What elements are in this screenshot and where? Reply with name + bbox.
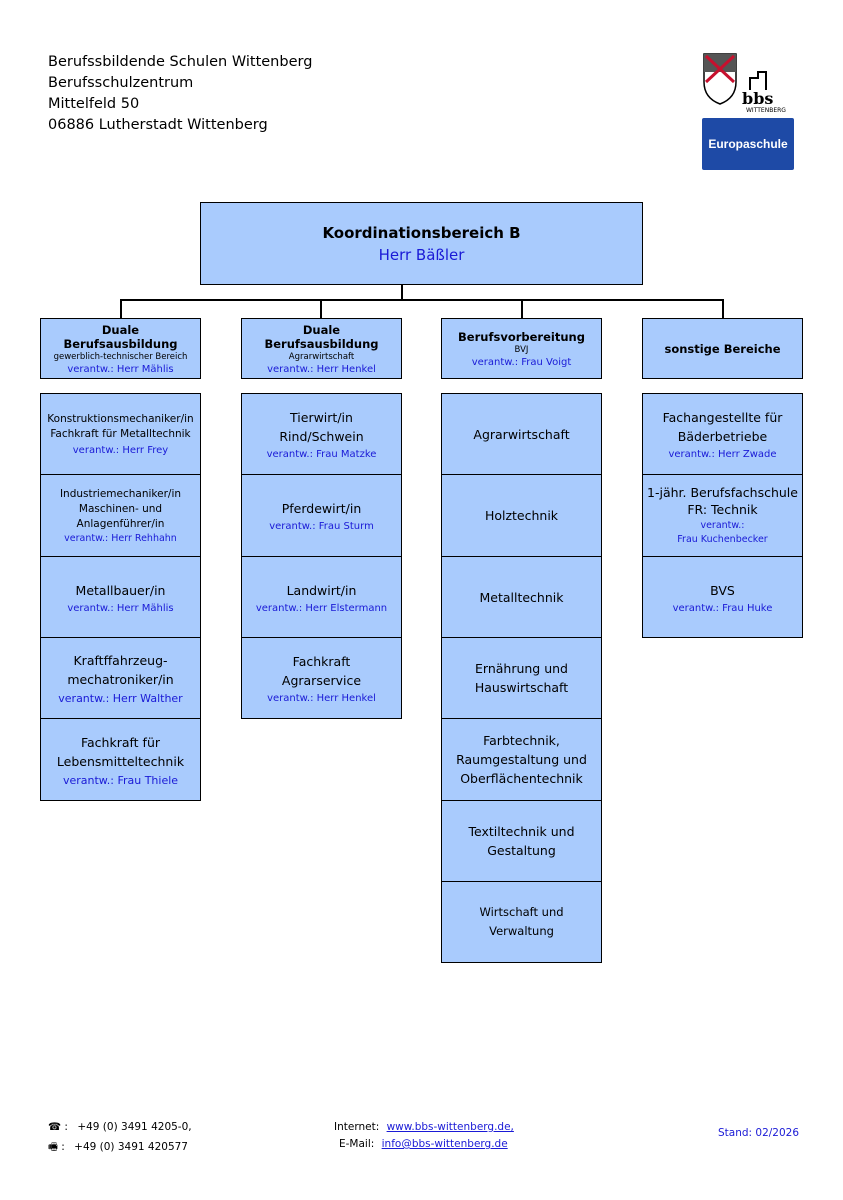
school-address: Berufssbildende Schulen Wittenberg Beruf… bbox=[48, 52, 312, 136]
header-title: Berufsvorbereitung bbox=[458, 329, 585, 344]
bbs-wittenberg-logo: bbs WITTENBERG bbox=[702, 52, 794, 114]
top-box-responsible: Herr Bäßler bbox=[378, 245, 465, 264]
column-header-berufsvorbereitung: Berufsvorbereitung BVJ verantw.: Frau Vo… bbox=[441, 318, 602, 379]
header-title: Duale Berufsausbildung bbox=[63, 322, 178, 351]
item-title: Fachkraft für Lebensmitteltechnik bbox=[56, 734, 185, 769]
header-subtitle: Agrarwirtschaft bbox=[288, 351, 355, 362]
email-link[interactable]: info@bbs-wittenberg.de bbox=[381, 1138, 508, 1150]
item-box: Fachkraft Agrarservice verantw.: Herr He… bbox=[241, 637, 402, 719]
header-responsible: verantw.: Herr Mählis bbox=[67, 363, 174, 375]
item-box: BVS verantw.: Frau Huke bbox=[642, 556, 803, 638]
item-title: Industriemechaniker/in Maschinen- und An… bbox=[59, 488, 182, 530]
item-title: Metalltechnik bbox=[479, 589, 564, 605]
connector-col3 bbox=[521, 299, 523, 319]
connector-col4 bbox=[722, 299, 724, 319]
address-line: 06886 Lutherstadt Wittenberg bbox=[48, 117, 268, 133]
internet-row: Internet: www.bbs-wittenberg.de, bbox=[334, 1119, 514, 1136]
header-subtitle: gewerblich-technischer Bereich bbox=[53, 351, 188, 362]
item-box: Pferdewirt/in verantw.: Frau Sturm bbox=[241, 474, 402, 557]
header-subtitle: BVJ bbox=[514, 344, 529, 355]
item-box: Metalltechnik bbox=[441, 556, 602, 638]
email-row: E-Mail: info@bbs-wittenberg.de bbox=[334, 1136, 514, 1153]
column-header-dual-technical: Duale Berufsausbildung gewerblich-techni… bbox=[40, 318, 201, 379]
item-title: Metallbauer/in bbox=[75, 582, 166, 598]
website-link[interactable]: www.bbs-wittenberg.de, bbox=[386, 1121, 514, 1133]
phone-number: +49 (0) 3491 4205-0, bbox=[77, 1121, 192, 1133]
item-box: Textiltechnik und Gestaltung bbox=[441, 800, 602, 882]
item-responsible: verantw.: Herr Mählis bbox=[67, 602, 174, 614]
item-responsible: verantw.: Herr Zwade bbox=[668, 449, 777, 460]
item-title: Fachkraft Agrarservice bbox=[281, 654, 362, 688]
item-responsible: verantw.: Herr Elstermann bbox=[255, 602, 388, 614]
item-title: Pferdewirt/in bbox=[281, 501, 362, 516]
item-box: Konstruktionsmechaniker/in Fachkraft für… bbox=[40, 393, 201, 475]
header-responsible: verantw.: Herr Henkel bbox=[267, 363, 376, 375]
item-title: Holztechnik bbox=[484, 508, 559, 523]
item-title: BVS bbox=[710, 582, 735, 598]
stand-date: Stand: 02/2026 bbox=[718, 1127, 800, 1139]
item-title: Ernährung und Hauswirtschaft bbox=[474, 661, 569, 695]
address-line: Mittelfeld 50 bbox=[48, 96, 140, 112]
item-title: Wirtschaft und Verwaltung bbox=[479, 905, 564, 938]
europaschule-logo: Europaschule bbox=[702, 118, 794, 170]
item-box: Farbtechnik, Raumgestaltung und Oberfläc… bbox=[441, 718, 602, 801]
internet-label: Internet: bbox=[334, 1121, 380, 1133]
item-box: Wirtschaft und Verwaltung bbox=[441, 881, 602, 963]
fax-icon: 🖷 bbox=[48, 1141, 58, 1153]
phone-icon: ☎ bbox=[48, 1121, 62, 1133]
item-box: Holztechnik bbox=[441, 474, 602, 557]
item-responsible: verantw.: Frau Thiele bbox=[62, 773, 179, 787]
item-responsible: verantw.: Frau Kuchenbecker bbox=[677, 520, 768, 545]
item-box: Agrarwirtschaft bbox=[441, 393, 602, 475]
item-box: Fachangestellte für Bäderbetriebe verant… bbox=[642, 393, 803, 475]
phone-row: ☎ : +49 (0) 3491 4205-0, bbox=[48, 1121, 192, 1133]
connector-horizontal bbox=[120, 299, 723, 301]
item-title: Textiltechnik und Gestaltung bbox=[468, 824, 575, 858]
footer-contact-phone: ☎ : +49 (0) 3491 4205-0, 🖷 : +49 (0) 349… bbox=[48, 1117, 192, 1157]
top-box-title: Koordinationsbereich B bbox=[322, 223, 521, 242]
header-title: sonstige Bereiche bbox=[664, 341, 781, 356]
item-responsible: verantw.: Frau Huke bbox=[672, 602, 773, 614]
item-box: Ernährung und Hauswirtschaft bbox=[441, 637, 602, 719]
item-box: Tierwirt/in Rind/Schwein verantw.: Frau … bbox=[241, 393, 402, 475]
item-responsible: verantw.: Herr Rehhahn bbox=[64, 533, 177, 544]
item-title: Konstruktionsmechaniker/in Fachkraft für… bbox=[47, 413, 194, 440]
item-box: Industriemechaniker/in Maschinen- und An… bbox=[40, 474, 201, 557]
item-responsible: verantw.: Herr Walther bbox=[58, 692, 183, 705]
connector-col1 bbox=[120, 299, 122, 319]
europaschule-logo-text: Europaschule bbox=[708, 137, 788, 151]
header-title: Duale Berufsausbildung bbox=[264, 322, 379, 351]
item-title: Landwirt/in bbox=[286, 582, 357, 598]
fax-number: +49 (0) 3491 420577 bbox=[74, 1141, 188, 1153]
item-box: 1-jähr. Berufsfachschule FR: Technik ver… bbox=[642, 474, 803, 557]
item-title: Fachangestellte für Bäderbetriebe bbox=[662, 410, 783, 444]
connector-top-vertical bbox=[401, 284, 403, 300]
column-header-sonstige: sonstige Bereiche bbox=[642, 318, 803, 379]
item-responsible: verantw.: Frau Matzke bbox=[266, 449, 377, 460]
item-box: Fachkraft für Lebensmitteltechnik verant… bbox=[40, 718, 201, 801]
item-title: Tierwirt/in Rind/Schwein bbox=[279, 410, 364, 444]
address-line: Berufsschulzentrum bbox=[48, 75, 194, 91]
svg-text:WITTENBERG: WITTENBERG bbox=[746, 107, 786, 114]
top-box-koordinationsbereich: Koordinationsbereich B Herr Bäßler bbox=[200, 202, 643, 285]
svg-text:bbs: bbs bbox=[742, 89, 773, 108]
item-title: Kraftffahrzeug- mechatroniker/in bbox=[67, 653, 174, 687]
item-box: Kraftffahrzeug- mechatroniker/in verantw… bbox=[40, 637, 201, 719]
column-header-dual-agrar: Duale Berufsausbildung Agrarwirtschaft v… bbox=[241, 318, 402, 379]
footer-contact-web: Internet: www.bbs-wittenberg.de, E-Mail:… bbox=[334, 1119, 514, 1153]
email-label: E-Mail: bbox=[339, 1138, 375, 1150]
connector-col2 bbox=[320, 299, 322, 319]
item-box: Landwirt/in verantw.: Herr Elstermann bbox=[241, 556, 402, 638]
address-line: Berufssbildende Schulen Wittenberg bbox=[48, 54, 313, 70]
fax-row: 🖷 : +49 (0) 3491 420577 bbox=[48, 1141, 188, 1153]
item-box: Metallbauer/in verantw.: Herr Mählis bbox=[40, 556, 201, 638]
item-title: 1-jähr. Berufsfachschule FR: Technik bbox=[647, 485, 798, 517]
item-responsible: verantw.: Herr Frey bbox=[72, 445, 169, 456]
header-responsible: verantw.: Frau Voigt bbox=[471, 356, 572, 368]
item-title: Agrarwirtschaft bbox=[473, 426, 570, 442]
item-title: Farbtechnik, Raumgestaltung und Oberfläc… bbox=[456, 733, 587, 786]
item-responsible: verantw.: Herr Henkel bbox=[267, 693, 376, 704]
item-responsible: verantw.: Frau Sturm bbox=[269, 521, 374, 532]
